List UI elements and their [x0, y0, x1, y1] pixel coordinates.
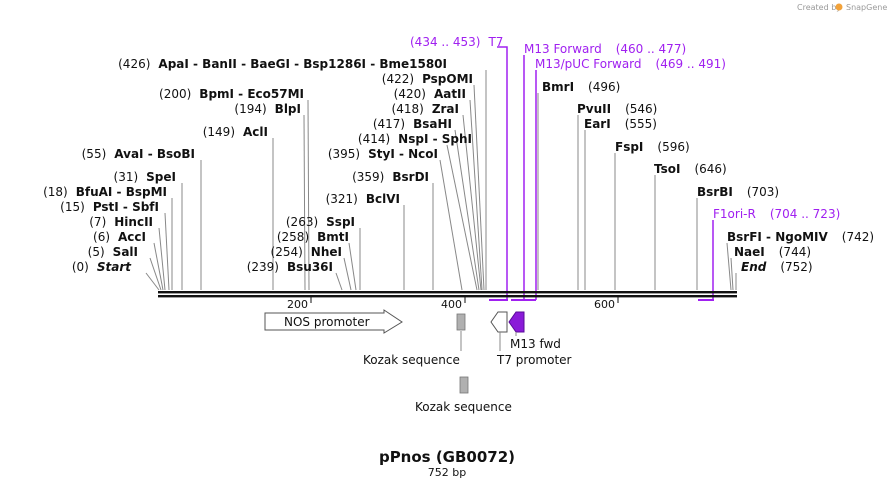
- snapgene-brand-text: SnapGene: [846, 3, 887, 12]
- enzyme-label-avai[interactable]: (55)AvaI - BsoBI: [82, 147, 195, 161]
- enzyme-label-naei[interactable]: NaeI(744): [734, 245, 811, 259]
- created-by-text: Created by: [797, 3, 841, 12]
- feature-label-connectors: [460, 331, 517, 351]
- sequence-backbone-top: [158, 291, 737, 294]
- enzyme-label-apai[interactable]: (426)ApaI - BanII - BaeGI - Bsp1286I - B…: [118, 57, 447, 71]
- sequence-length: 752 bp: [428, 466, 466, 479]
- enzyme-label-bsahi[interactable]: (417)BsaHI: [373, 117, 452, 131]
- nos-promoter-arrow[interactable]: [264, 309, 403, 334]
- enzyme-label-bfuai[interactable]: (18)BfuAI - BspMI: [43, 185, 167, 199]
- enzyme-label-bsu36i[interactable]: (239)Bsu36I: [247, 260, 333, 274]
- primer-label-f1ori-r[interactable]: F1ori-R(704 .. 723): [713, 207, 840, 221]
- ruler-ticks: [310, 297, 619, 303]
- enzyme-label-bclvi[interactable]: (321)BclVI: [326, 192, 400, 206]
- enzyme-label-psp-omi[interactable]: (422)PspOMI: [382, 72, 473, 86]
- m13-fwd-label: M13 fwd: [510, 337, 561, 351]
- enzyme-label-bsrdi[interactable]: (359)BsrDI: [352, 170, 429, 184]
- end-label[interactable]: End(752): [741, 260, 813, 274]
- sequence-backbone-bottom: [158, 295, 737, 298]
- enzyme-leader-lines: [145, 70, 737, 291]
- enzyme-label-styi[interactable]: (395)StyI - NcoI: [328, 147, 438, 161]
- kozak-sequence-label-2: Kozak sequence: [415, 400, 512, 414]
- map-title: pPnos (GB0072): [379, 448, 515, 466]
- enzyme-label-fspi[interactable]: FspI(596): [615, 140, 690, 154]
- enzyme-label-psti[interactable]: (15)PstI - SbfI: [60, 200, 159, 214]
- snapgene-logo-icon: [835, 3, 843, 11]
- enzyme-label-zrai[interactable]: (418)ZraI: [392, 102, 459, 116]
- tick-label-600: 600: [594, 298, 615, 311]
- enzyme-label-eari[interactable]: EarI(555): [584, 117, 657, 131]
- t7-promoter-label: T7 promoter: [496, 353, 572, 367]
- enzyme-label-tsoi[interactable]: TsoI(646): [654, 162, 727, 176]
- enzyme-label-blpi[interactable]: (194)BlpI: [234, 102, 301, 116]
- enzyme-label-acli[interactable]: (149)AclI: [203, 125, 268, 139]
- primer-label-m13-forward[interactable]: M13 Forward(460 .. 477): [524, 42, 686, 56]
- t7-promoter-arrow[interactable]: [490, 311, 508, 333]
- m13-fwd-arrow[interactable]: [508, 311, 525, 333]
- enzyme-label-bsrfi[interactable]: BsrFI - NgoMIV(742): [727, 230, 874, 244]
- nos-promoter-label: NOS promoter: [284, 315, 370, 329]
- enzyme-label-nhei[interactable]: (254)NheI: [271, 245, 342, 259]
- primer-lines: [497, 46, 714, 300]
- kozak-sequence-box[interactable]: [456, 313, 466, 331]
- enzyme-label-sali[interactable]: (5)SalI: [88, 245, 138, 259]
- tick-label-400: 400: [441, 298, 462, 311]
- start-label[interactable]: (0)Start: [72, 260, 132, 274]
- enzyme-label-bmti[interactable]: (258)BmtI: [277, 230, 349, 244]
- primer-label-t7[interactable]: (434 .. 453)T7: [410, 35, 503, 49]
- enzyme-label-bsrbi[interactable]: BsrBI(703): [697, 185, 779, 199]
- enzyme-label-spei[interactable]: (31)SpeI: [114, 170, 176, 184]
- enzyme-label-bmri[interactable]: BmrI(496): [542, 80, 620, 94]
- enzyme-label-bpmi[interactable]: (200)BpmI - Eco57MI: [159, 87, 304, 101]
- enzyme-label-hincii[interactable]: (7)HincII: [89, 215, 153, 229]
- enzyme-label-nspi[interactable]: (414)NspI - SphI: [358, 132, 472, 146]
- enzyme-label-acci[interactable]: (6)AccI: [93, 230, 146, 244]
- kozak-sequence-label: Kozak sequence: [363, 353, 460, 367]
- enzyme-label-aatii[interactable]: (420)AatII: [394, 87, 466, 101]
- kozak-sequence-box-2[interactable]: [459, 376, 469, 394]
- enzyme-label-pvuii[interactable]: PvuII(546): [577, 102, 657, 116]
- primer-label-m13-puc-forward[interactable]: M13/pUC Forward(469 .. 491): [535, 57, 726, 71]
- enzyme-label-sspi[interactable]: (263)SspI: [286, 215, 355, 229]
- tick-label-200: 200: [287, 298, 308, 311]
